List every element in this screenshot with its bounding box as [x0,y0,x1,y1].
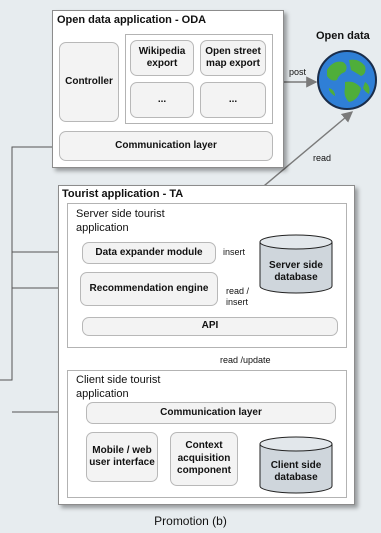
left-bus-line [0,146,59,381]
placeholder-module-1: ... [130,82,194,118]
open-data-label: Open data [316,30,370,42]
insert-label: insert [223,247,246,257]
server-database-label: Server side database [269,259,323,284]
wikipedia-export-box: Wikipedia export [130,40,194,76]
client-database-label: Client side database [270,459,322,484]
client-side-title: Client side tourist application [76,374,161,401]
context-acquisition-box: Context acquisition component [170,432,238,486]
recommendation-engine: Recommendation engine [80,272,218,306]
diagram-caption: Promotion (b) [154,514,227,528]
server-database-icon [259,234,333,294]
osm-export-box: Open street map export [200,40,266,76]
controller-box: Controller [59,42,119,122]
read-insert-label: read / insert [226,286,250,307]
read-label: read [313,153,332,163]
earth-globe-icon [317,50,377,110]
client-database-icon [259,436,333,494]
client-communication-layer: Communication layer [86,402,336,424]
mobile-web-ui-box: Mobile / web user interface [86,432,158,482]
server-side-title: Server side tourist application [76,208,165,235]
data-expander-module: Data expander module [82,242,216,264]
oda-title: Open data application - ODA [57,14,207,26]
ta-title: Tourist application - TA [62,188,184,200]
placeholder-module-2: ... [200,82,266,118]
read-update-label: read /update [220,355,271,365]
oda-communication-layer: Communication layer [59,131,273,161]
post-label: post [289,67,307,77]
api-bar: API [82,317,338,336]
